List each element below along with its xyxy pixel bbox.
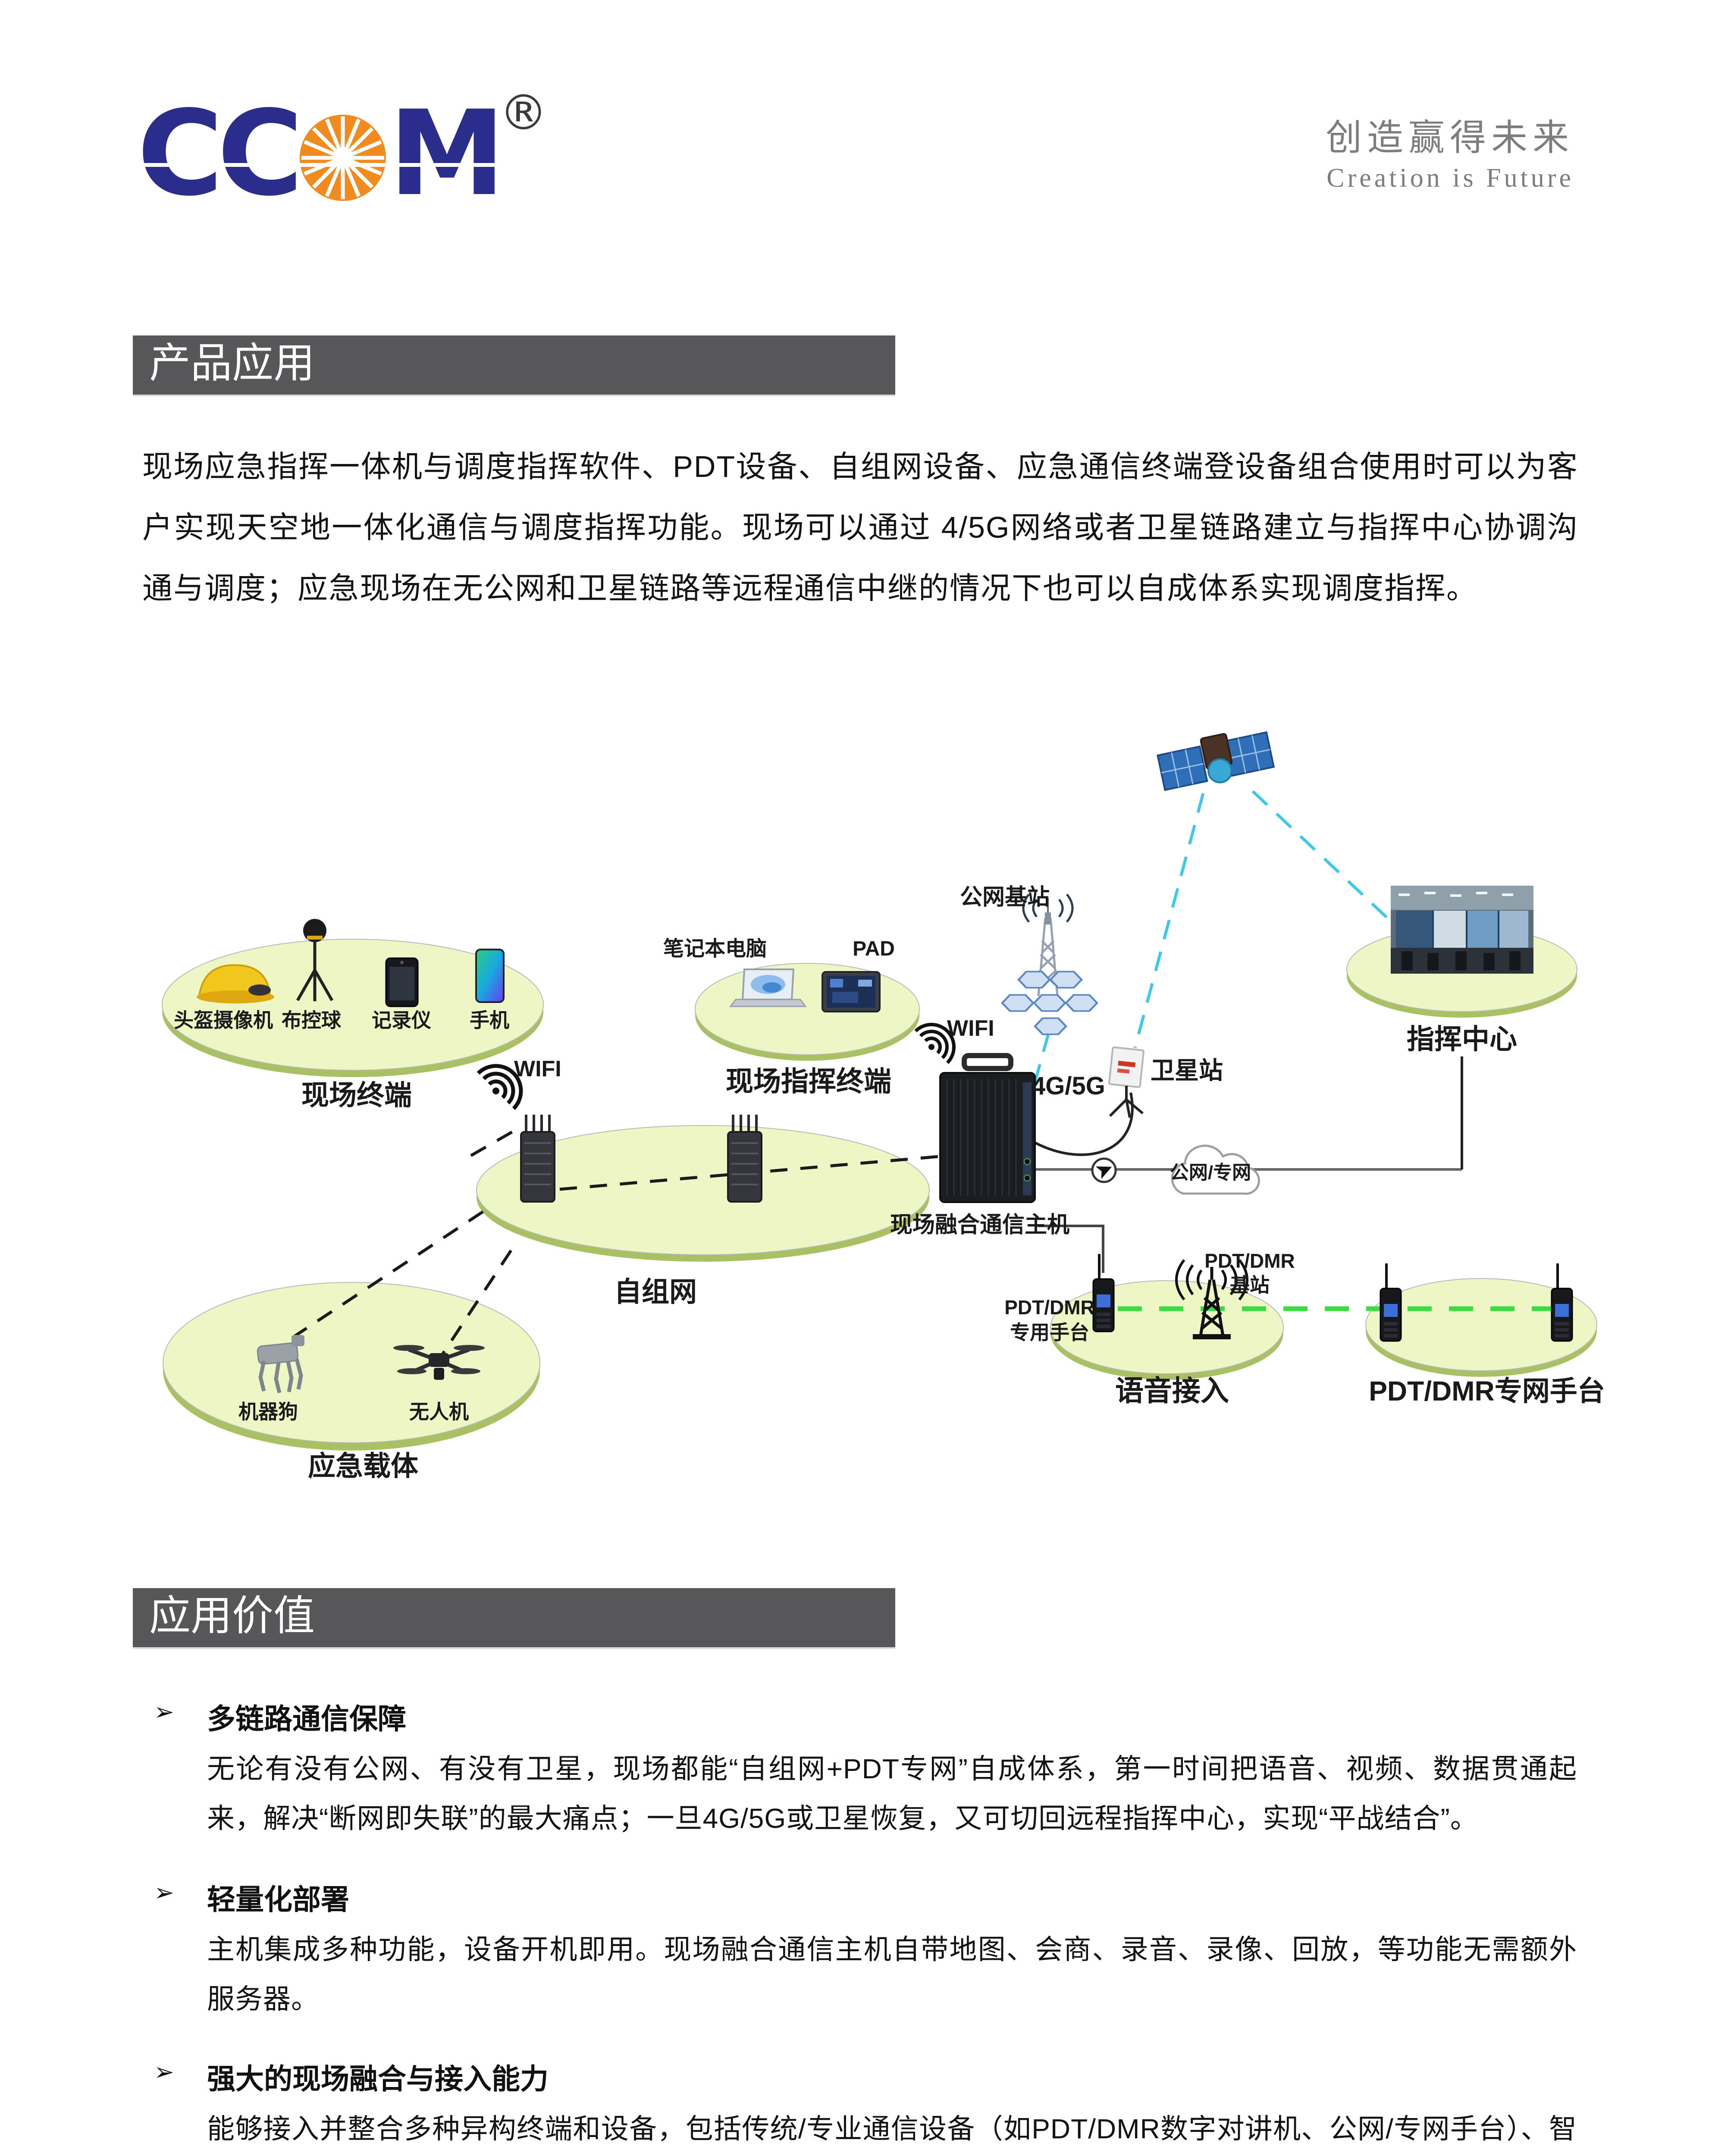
pdt-bs-label-2: 基站 [1230,1274,1270,1296]
public-basestation-icon [1002,893,1097,1034]
emergency-platform [163,1282,540,1451]
adhoc-platform [476,1125,930,1262]
link-adhoc-to-drone [435,1250,512,1364]
voice-label: 语音接入 [1115,1375,1229,1407]
deploy-ball-camera-icon [296,919,334,1001]
bullet-multilink: ➢ 多链路通信保障 无论有没有公网、有没有卫星，现场都能“自组网+PDT专网”自… [154,1696,1577,1843]
slogan-en: Creation is Future [1326,163,1574,193]
satstation-label: 卫星站 [1151,1057,1223,1084]
logo-text-cc: CC [137,86,303,222]
bullet-arrow-icon: ➢ [154,1879,174,1906]
router-icon [1091,1157,1117,1183]
slogan-cn: 创造赢得未来 [1325,118,1574,158]
pdt-basestation-icon [1175,1259,1248,1339]
bullet-arrow-icon: ➢ [154,1698,174,1725]
dog-label: 机器狗 [238,1401,298,1423]
cloud-label: 公网/专网 [1170,1162,1251,1183]
wifi1-label: WIFI [514,1056,561,1081]
fusion-host-icon [939,1053,1036,1203]
bullet-title: 轻量化部署 [207,1883,349,1915]
pdt-net-radio-left [1380,1263,1401,1341]
cable-host-to-dish [1034,1092,1134,1156]
bullet-arrow-icon: ➢ [154,2058,174,2085]
host-label: 现场融合通信主机 [890,1213,1069,1238]
wifi-icon-1 [477,1064,523,1110]
pad-icon [822,971,881,1012]
bullet-title: 多链路通信保障 [207,1703,406,1735]
satellite-station-icon [1108,1046,1144,1118]
helmet-camera-icon [197,964,274,1003]
wifi-icon-2 [914,1023,956,1064]
helmet-label: 头盔摄像机 [174,1009,273,1031]
command-center-photo [1391,886,1533,974]
phone-icon [475,949,505,1003]
pdt-handheld-label-2: 专用手台 [1010,1321,1089,1344]
public-bs-label: 公网基站 [960,885,1050,910]
adhoc-label: 自组网 [614,1276,697,1307]
command-terminal-label: 现场指挥终端 [726,1066,891,1097]
recorder-label: 记录仪 [372,1009,431,1031]
satellite-icon [1157,731,1275,791]
ccom-logo: CC M® [137,85,548,215]
link-adhoc-to-dog [289,1210,484,1341]
recorder-icon [385,957,419,1007]
robot-dog-icon [257,1335,304,1394]
command-terminal-platform [695,963,920,1061]
laptop-icon [729,968,807,1007]
product-application-paragraph: 现场应急指挥一体机与调度指挥软件、PDT设备、自组网设备、应急通信终端登设备组合… [142,450,1578,605]
section-header-product-application: 产品应用 [133,335,895,395]
public-private-cloud: 公网/专网 [1170,1144,1260,1195]
link-siteterminal-to-adhoc [470,1127,518,1157]
registered-trademark: ® [499,85,548,141]
phone-label: 手机 [470,1009,509,1031]
command-center-label: 指挥中心 [1407,1024,1517,1055]
bullet-body: 能够接入并整合多种异构终端和设备，包括传统/专业通信设备（如PDT/DMR数字对… [207,2113,1577,2144]
basestation-hexagons [1002,971,1097,1034]
section-title: 应用价值 [149,1593,315,1639]
logo-text-m: M [389,86,505,222]
bullet-fusion-access: ➢ 强大的现场融合与接入能力 能够接入并整合多种异构终端和设备，包括传统/专业通… [154,2056,1577,2156]
wifi2-label: WIFI [947,1016,994,1041]
pdt-net-radio-right [1552,1263,1572,1341]
drone-label: 无人机 [409,1401,469,1423]
laptop-label: 笔记本电脑 [663,937,767,960]
bullet-body: 主机集成多种功能，设备开机即用。现场融合通信主机自带地图、会商、录音、录像、回放… [207,1934,1577,2015]
link-satellite-to-satstation [1133,793,1205,1048]
link-basestation-to-host-4g5g [1028,1032,1050,1101]
network-topology-diagram: 公网/专网 [162,731,1605,1482]
bullet-title: 强大的现场融合与接入能力 [207,2063,549,2095]
ball-label: 布控球 [282,1009,342,1031]
sun-icon [297,103,389,204]
section-header-application-value: 应用价值 [133,1588,895,1647]
pad-label: PAD [853,937,895,960]
bullet-body: 无论有没有公网、有没有卫星，现场都能“自组网+PDT专网”自成体系，第一时间把语… [207,1753,1577,1834]
drone-icon [393,1345,485,1380]
pdt-net-label: PDT/DMR专网手台 [1369,1376,1605,1407]
bullet-lightweight: ➢ 轻量化部署 主机集成多种功能，设备开机即用。现场融合通信主机自带地图、会商、… [154,1877,1577,2024]
link-host-to-pdt-radio [1038,1225,1104,1273]
section-title: 产品应用 [149,340,315,386]
pdt-bs-label-1: PDT/DMR [1204,1250,1295,1272]
link-satellite-to-command-center [1251,790,1402,932]
4g5g-label: 4G/5G [1032,1072,1105,1100]
site-terminal-label: 现场终端 [301,1080,412,1111]
emergency-label: 应急载体 [308,1451,418,1482]
pdt-handheld-label-1: PDT/DMR [1004,1296,1095,1319]
mesh-radio-left [521,1115,555,1202]
logo-slit [137,163,525,167]
